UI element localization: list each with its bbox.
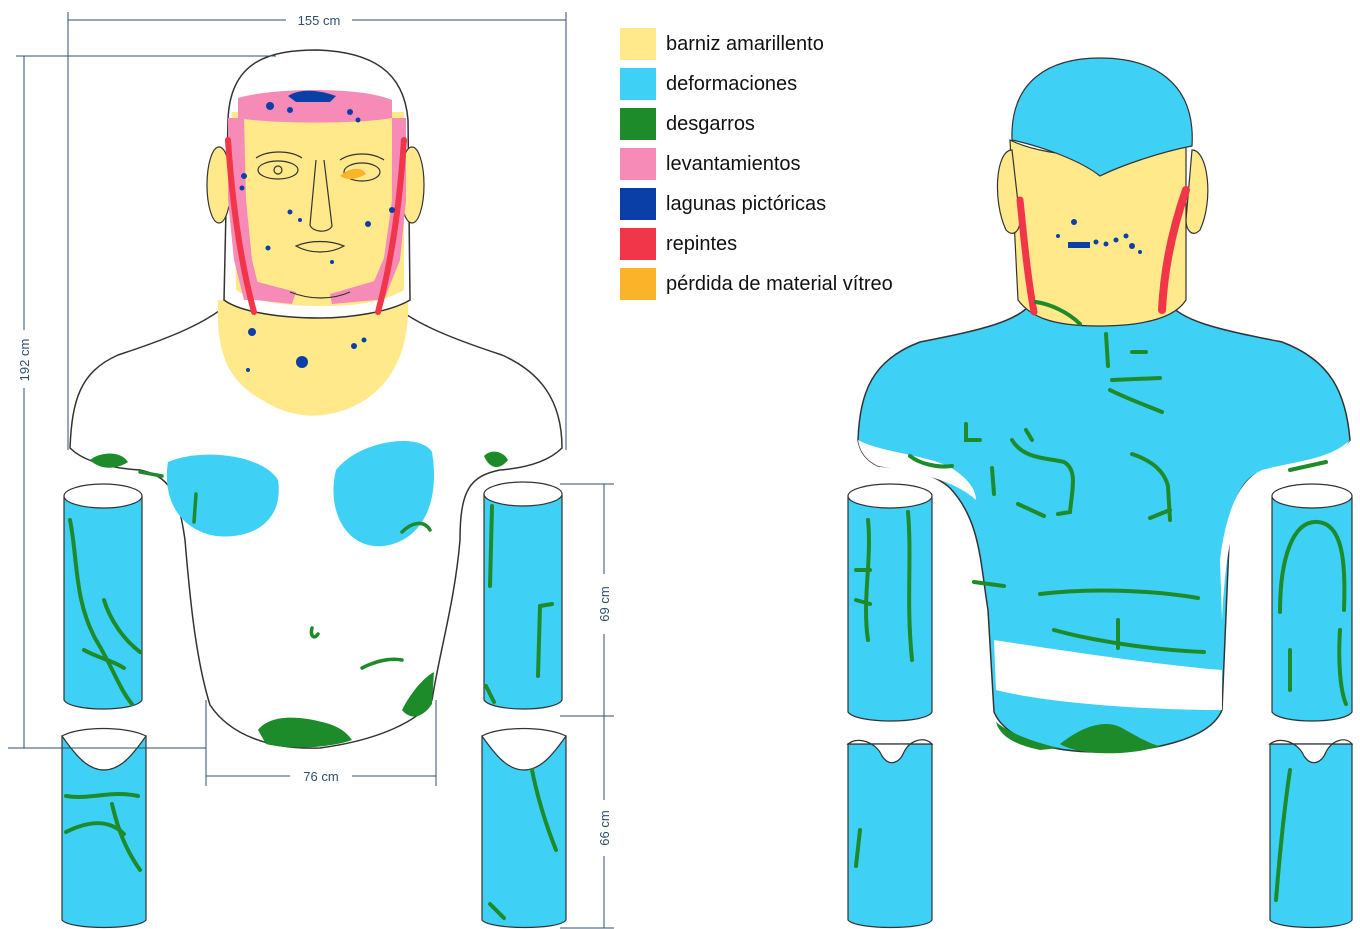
- legend: barniz amarillento deformaciones desgarr…: [620, 24, 893, 304]
- legend-item-deformations: deformaciones: [620, 64, 893, 104]
- legend-swatch: [620, 28, 656, 60]
- legend-label: pérdida de material vítreo: [666, 273, 893, 296]
- back-arm-right-lower: [1270, 740, 1352, 928]
- legend-label: barniz amarillento: [666, 33, 824, 56]
- front-arm-right-upper: [484, 482, 562, 709]
- back-arm-left-lower: [848, 740, 932, 928]
- dimension-69: 69 cm: [597, 586, 612, 621]
- legend-item-repaints: repintes: [620, 224, 893, 264]
- legend-item-yellow-varnish: barniz amarillento: [620, 24, 893, 64]
- back-arm-right-upper: [1272, 484, 1352, 721]
- back-arm-left-upper: [848, 484, 932, 721]
- dimension-155: 155 cm: [298, 13, 341, 28]
- front-arm-left-lower: [62, 729, 146, 928]
- legend-item-lifting: levantamientos: [620, 144, 893, 184]
- dimension-66: 66 cm: [597, 810, 612, 845]
- legend-label: levantamientos: [666, 153, 801, 176]
- front-arm-left-upper: [64, 484, 142, 709]
- legend-item-paint-losses: lagunas pictóricas: [620, 184, 893, 224]
- legend-swatch: [620, 188, 656, 220]
- legend-swatch: [620, 108, 656, 140]
- legend-item-tears: desgarros: [620, 104, 893, 144]
- dimension-76: 76 cm: [303, 769, 338, 784]
- legend-item-vitreous-loss: pérdida de material vítreo: [620, 264, 893, 304]
- legend-label: repintes: [666, 233, 737, 256]
- legend-label: desgarros: [666, 113, 755, 136]
- legend-swatch: [620, 228, 656, 260]
- legend-swatch: [620, 268, 656, 300]
- front-arm-right-lower: [482, 729, 566, 928]
- legend-label: lagunas pictóricas: [666, 193, 826, 216]
- dimension-192: 192 cm: [17, 339, 32, 382]
- legend-swatch: [620, 148, 656, 180]
- legend-label: deformaciones: [666, 73, 797, 96]
- legend-swatch: [620, 68, 656, 100]
